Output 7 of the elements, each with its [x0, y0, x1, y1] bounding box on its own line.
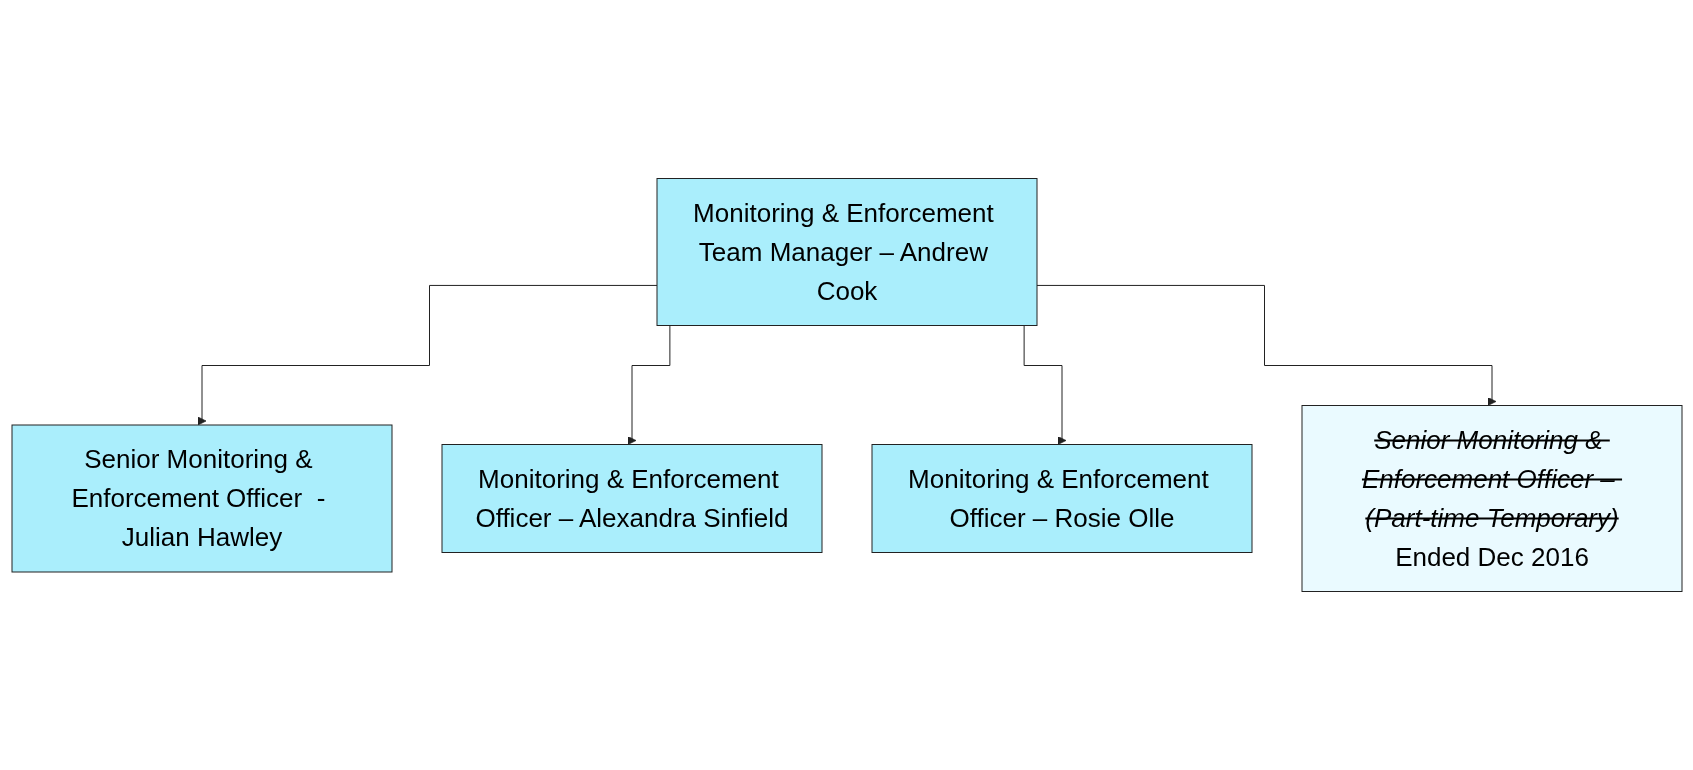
node-box: Senior Monitoring & Enforcement Officer – (Part-time Temporary) Ended Dec 2016 — [1301, 405, 1682, 592]
arrow — [197, 284, 657, 426]
node-box: Monitoring & Enforcement Officer – Rosie Olle — [871, 444, 1252, 553]
node-box: Monitoring & Enforcement Officer – Alexandra Sinfield — [441, 444, 822, 553]
node-box: Monitoring & Enforcement Team Manager – Andrew Cook — [656, 178, 1037, 326]
arrow — [1036, 284, 1496, 406]
node-box: Senior Monitoring & Enforcement Officer - Julian Hawley — [11, 424, 392, 573]
